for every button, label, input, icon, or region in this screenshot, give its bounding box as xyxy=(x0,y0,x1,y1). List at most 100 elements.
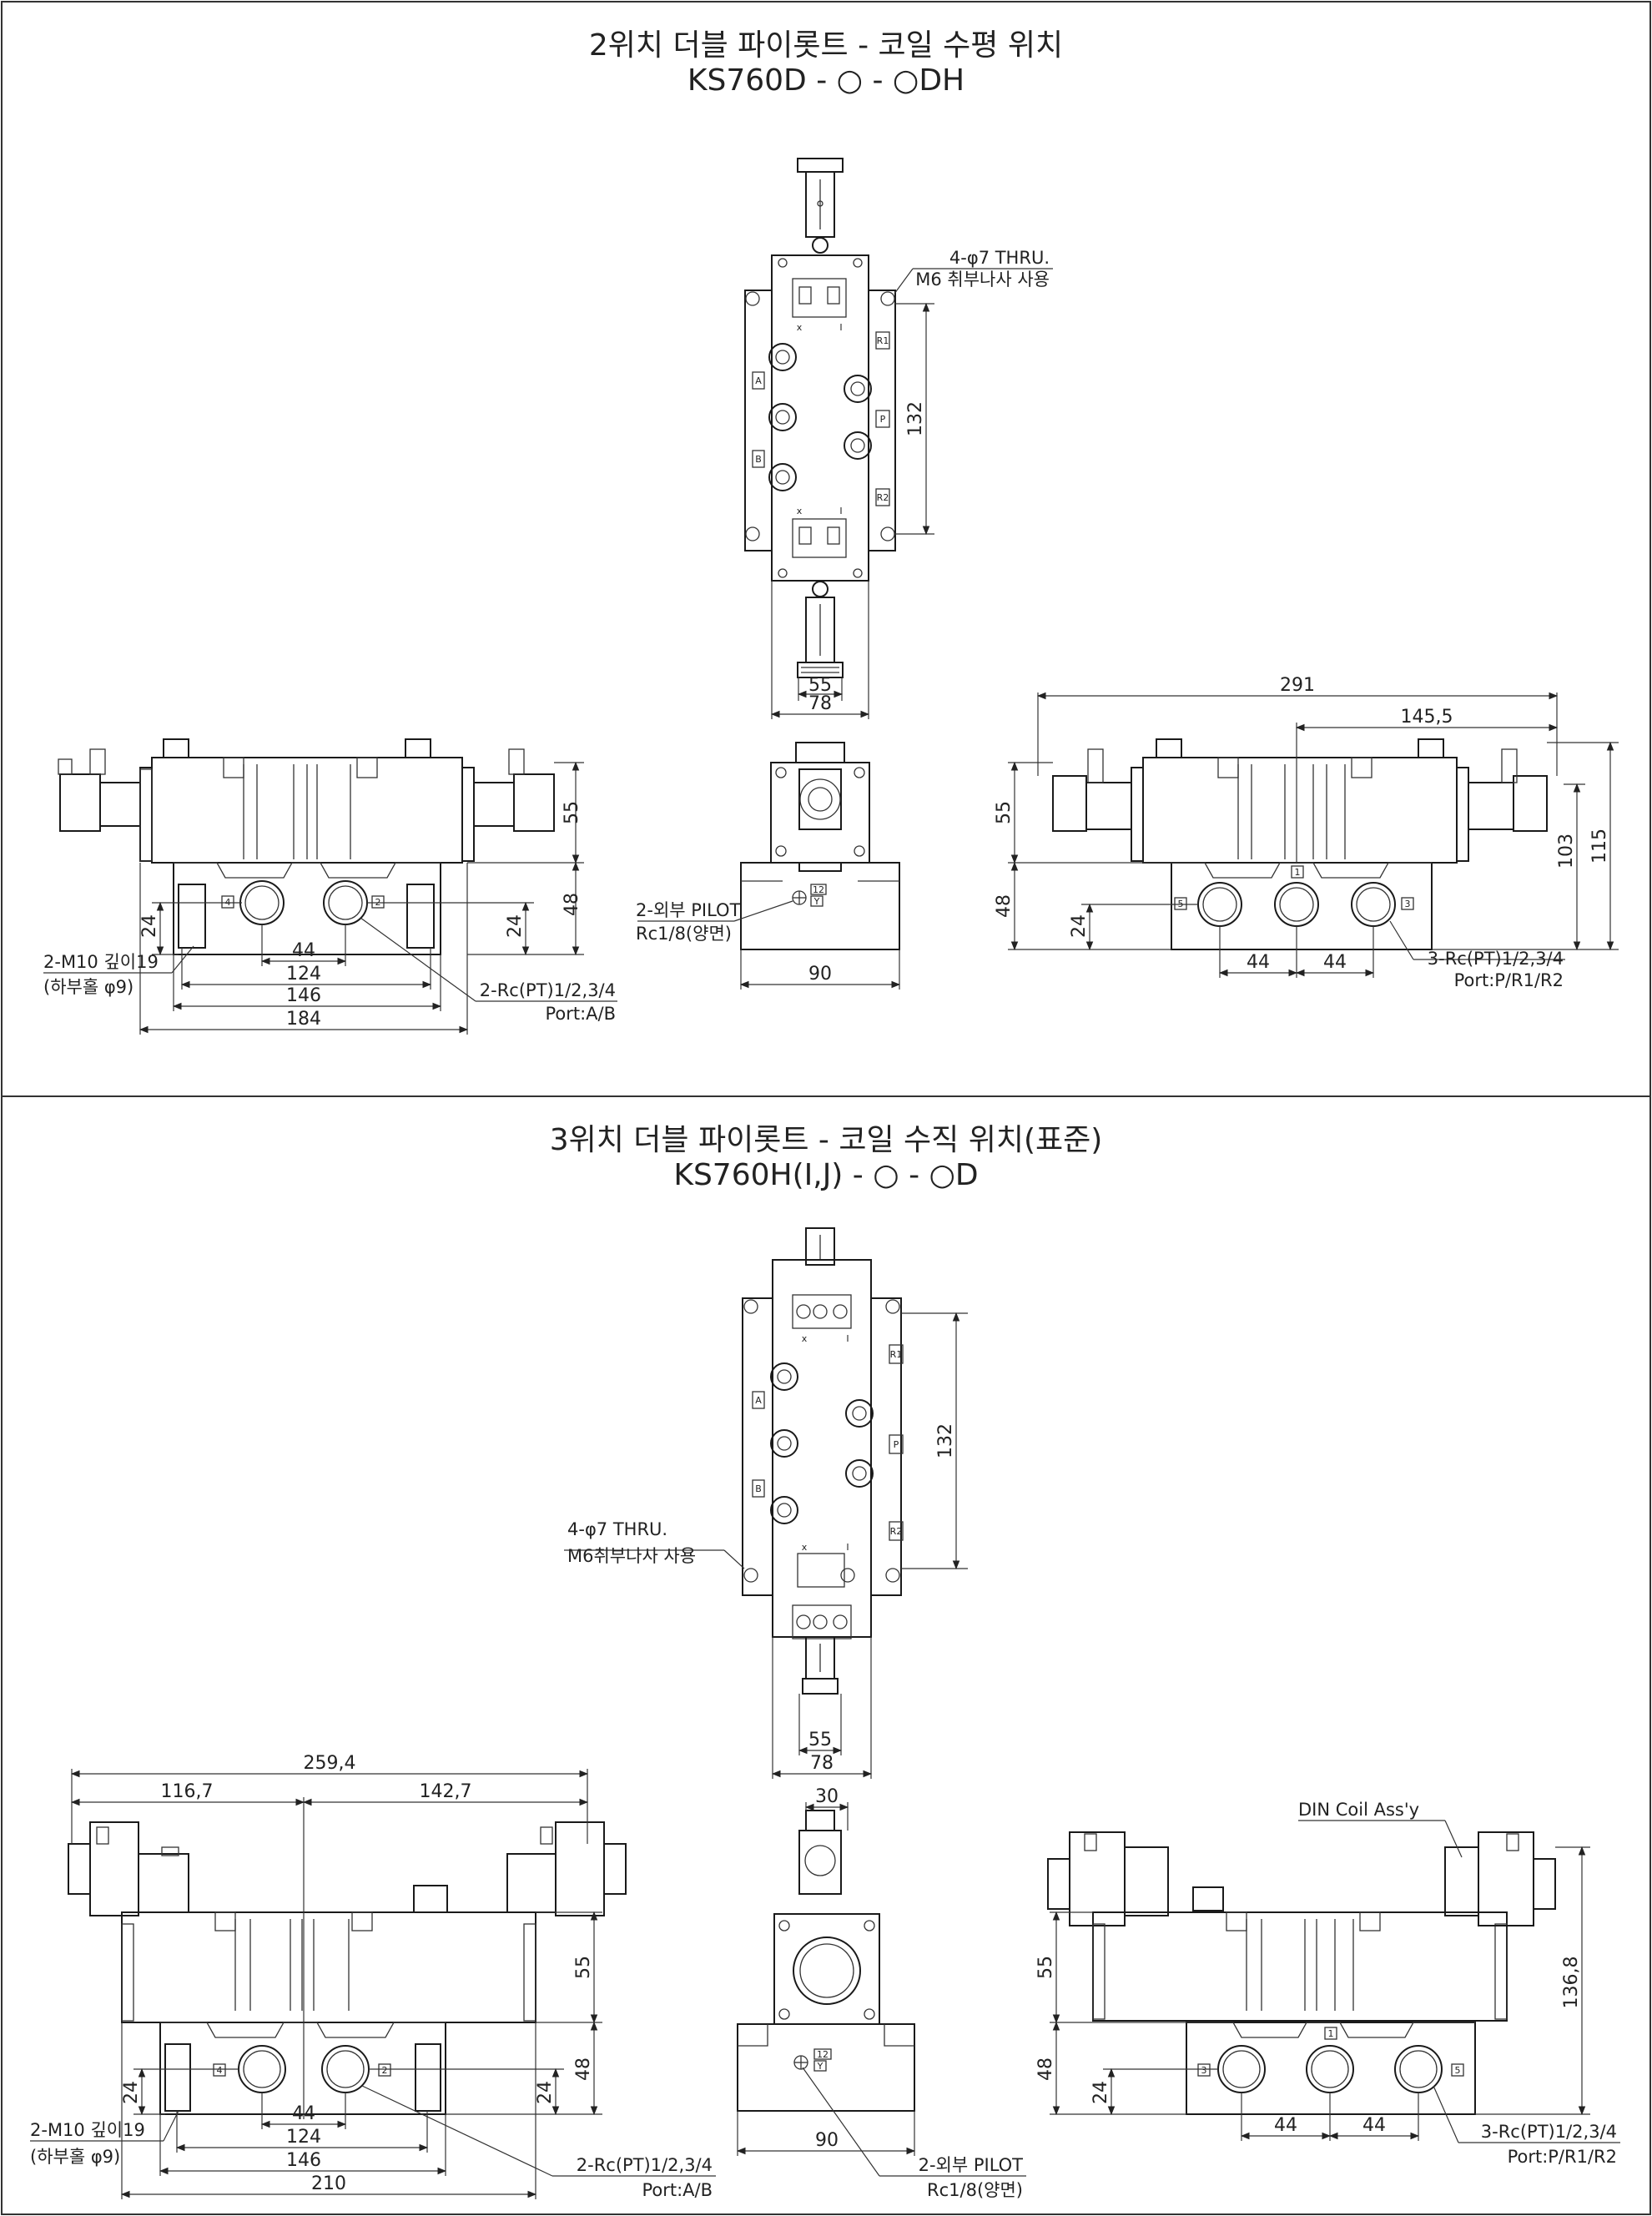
top-view-2: x I x I A B R1 P R2 xyxy=(564,1227,968,1779)
rear1-dim-44b: 44 xyxy=(1323,952,1347,973)
top1-dim-78: 78 xyxy=(808,693,832,714)
top2-mark-x-1: x xyxy=(802,1333,808,1344)
top2-mark-x-2: x xyxy=(802,1542,808,1553)
top2-dim-78: 78 xyxy=(810,1753,834,1774)
rear1-dim-103: 103 xyxy=(1556,834,1577,869)
front1-note-rc: 2-Rc(PT)1/2,3/4 xyxy=(480,980,616,1000)
rear2-note-rc: 3-Rc(PT)1/2,3/4 xyxy=(1481,2122,1617,2142)
side-view-2: 12 Y 30 90 2-외부 PILOT Rc1/8(양면) xyxy=(736,1786,1026,2200)
mark-x-2: x xyxy=(797,506,803,516)
side2-note-pilot: 2-외부 PILOT xyxy=(919,2155,1024,2175)
section-2-model: KS760H(I,J) - ○ - ○D xyxy=(673,1158,978,1192)
front2-dim-44: 44 xyxy=(292,2103,315,2124)
rear1-note-rc: 3-Rc(PT)1/2,3/4 xyxy=(1428,949,1564,969)
rear2-dim-44b: 44 xyxy=(1362,2115,1386,2136)
rear1-dim-115: 115 xyxy=(1589,828,1610,864)
top2-dim-55: 55 xyxy=(808,1730,832,1750)
top2-port-r2: R2 xyxy=(890,1526,903,1537)
rear1-note-port: Port:P/R1/R2 xyxy=(1454,970,1564,990)
rear2-note-port: Port:P/R1/R2 xyxy=(1508,2147,1617,2167)
top-port-b: B xyxy=(755,454,762,465)
side2-pilot-y: Y xyxy=(817,2061,823,2072)
front2-dim-1167: 116,7 xyxy=(161,1781,214,1802)
section-1-model: KS760D - ○ - ○DH xyxy=(687,63,965,98)
front1-dim-44: 44 xyxy=(292,940,315,961)
side2-note-rc: Rc1/8(양면) xyxy=(927,2180,1023,2200)
top2-note-screw: M6취부나사 사용 xyxy=(567,1546,696,1566)
front2-dim-2594: 259,4 xyxy=(304,1753,356,1774)
top2-port-r1: R1 xyxy=(890,1349,903,1360)
top2-port-b: B xyxy=(755,1483,762,1494)
rear-view-1: 5 1 3 291 145,5 55 48 24 xyxy=(994,675,1619,990)
top1-dim-132: 132 xyxy=(905,401,926,436)
front1-note-m10: 2-M10 깊이19 xyxy=(43,952,159,972)
section-1-title: 2위치 더블 파이롯트 - 코일 수평 위치 xyxy=(589,28,1063,63)
mark-i-2: I xyxy=(839,506,842,516)
side2-dim-30: 30 xyxy=(815,1786,839,1807)
rear2-port-1: 1 xyxy=(1328,2028,1334,2039)
top-port-r1: R1 xyxy=(877,335,889,346)
front1-note-port: Port:A/B xyxy=(545,1004,616,1024)
front2-dim-1427: 142,7 xyxy=(420,1781,472,1802)
rear1-port-1: 1 xyxy=(1295,867,1301,878)
front1-dim-55: 55 xyxy=(562,801,582,824)
section-1: 2위치 더블 파이롯트 - 코일 수평 위치 KS760D - ○ - ○DH xyxy=(43,28,1619,1035)
rear2-note-coil: DIN Coil Ass'y xyxy=(1298,1800,1419,1820)
front2-dim-24r: 24 xyxy=(535,2081,556,2104)
rear2-dim-55: 55 xyxy=(1035,1956,1056,1979)
top-port-p: P xyxy=(880,414,886,425)
front2-dim-124: 124 xyxy=(286,2127,321,2148)
rear2-dim-48: 48 xyxy=(1035,2057,1056,2081)
rear1-dim-24: 24 xyxy=(1069,914,1090,938)
rear2-dim-1368: 136,8 xyxy=(1561,1957,1582,2009)
rear2-dim-44a: 44 xyxy=(1274,2115,1297,2136)
side1-note-rc: Rc1/8(양면) xyxy=(636,924,732,944)
section-2-title: 3위치 더블 파이롯트 - 코일 수직 위치(표준) xyxy=(550,1123,1103,1157)
front1-dim-24r: 24 xyxy=(505,914,526,938)
side1-dim-90: 90 xyxy=(808,964,832,985)
top1-dim-55: 55 xyxy=(808,675,832,696)
top2-note-thru: 4-φ7 THRU. xyxy=(567,1519,667,1539)
front1-dim-24l: 24 xyxy=(139,914,160,938)
top2-mark-i-1: I xyxy=(846,1333,849,1344)
rear1-dim-55: 55 xyxy=(994,801,1015,824)
front2-dim-55: 55 xyxy=(573,1956,594,1979)
side1-pilot-y: Y xyxy=(813,896,820,907)
front2-dim-146: 146 xyxy=(286,2150,321,2171)
side-view-1: 12 Y 90 2-외부 PILOT Rc1/8(양면) xyxy=(636,742,901,990)
top2-port-p: P xyxy=(894,1439,899,1450)
front1-dim-48: 48 xyxy=(562,893,582,916)
top-port-r2: R2 xyxy=(877,492,889,503)
front1-dim-184: 184 xyxy=(286,1009,321,1030)
side1-pilot-12: 12 xyxy=(813,884,824,895)
front2-port-4: 4 xyxy=(217,2065,223,2076)
top2-dim-132: 132 xyxy=(935,1423,956,1458)
front2-dim-48: 48 xyxy=(573,2057,594,2081)
rear2-dim-24: 24 xyxy=(1090,2081,1111,2104)
section-2: 3위치 더블 파이롯트 - 코일 수직 위치(표준) KS760H(I,J) -… xyxy=(30,1123,1620,2200)
front2-dim-210: 210 xyxy=(311,2173,346,2194)
rear2-port-3: 3 xyxy=(1201,2065,1207,2076)
front1-dim-146: 146 xyxy=(286,985,321,1006)
front-view-2: 4 2 259,4 116,7 142,7 55 48 24 xyxy=(30,1753,716,2200)
rear1-dim-291: 291 xyxy=(1280,675,1315,696)
top-port-a: A xyxy=(755,375,762,386)
front-view-1: 4 2 55 48 24 24 44 xyxy=(43,738,617,1035)
mark-i-1: I xyxy=(839,322,842,333)
front1-note-hole: (하부홀 φ9) xyxy=(43,977,133,997)
front2-note-rc: 2-Rc(PT)1/2,3/4 xyxy=(577,2155,713,2175)
top2-mark-i-2: I xyxy=(846,1542,849,1553)
mark-x-1: x xyxy=(797,322,803,333)
front2-note-hole: (하부홀 φ9) xyxy=(30,2147,120,2167)
top1-note-screw: M6 취부나사 사용 xyxy=(915,269,1050,290)
front2-note-port: Port:A/B xyxy=(642,2180,713,2200)
rear2-port-5: 5 xyxy=(1455,2065,1461,2076)
top-view-1: x I x I A B R1 P R2 xyxy=(744,158,1053,719)
rear1-dim-44a: 44 xyxy=(1247,952,1270,973)
top1-note-thru: 4-φ7 THRU. xyxy=(949,248,1050,268)
front2-port-2: 2 xyxy=(382,2065,388,2076)
side1-note-pilot: 2-외부 PILOT xyxy=(636,900,741,920)
front2-dim-24l: 24 xyxy=(121,2081,142,2104)
